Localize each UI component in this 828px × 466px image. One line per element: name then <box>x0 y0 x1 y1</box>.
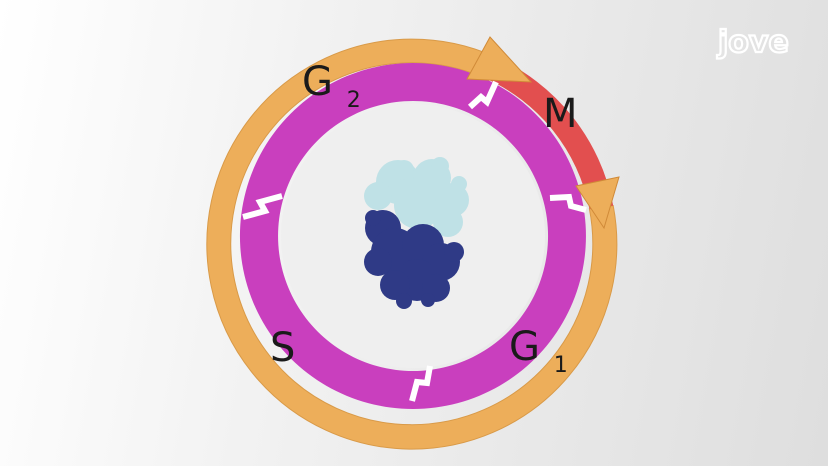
jove-logo: jove <box>717 25 789 60</box>
arrowhead-right <box>575 176 620 230</box>
label-g2-subscript: 2 <box>347 88 361 113</box>
arrowhead-top <box>466 36 533 83</box>
divider-g1-s <box>409 365 433 402</box>
divider-m-g1 <box>549 193 587 213</box>
label-g1-letter: G <box>509 324 540 370</box>
phase-dividers <box>242 80 587 402</box>
divider-s-g2 <box>242 193 283 220</box>
divider-g2-m <box>467 80 499 110</box>
label-g1-subscript: 1 <box>554 353 568 378</box>
label-g1: G 1 <box>509 324 568 378</box>
label-m: M <box>543 91 578 137</box>
m-phase-arc <box>484 56 614 209</box>
outer-ring-interphase <box>206 38 618 450</box>
label-g2: G 2 <box>302 59 361 113</box>
label-s: S <box>270 325 295 371</box>
protein-light-domain <box>364 157 469 237</box>
protein-structure-icon <box>364 157 469 309</box>
label-g2-letter: G <box>302 59 333 105</box>
protein-dark-domain <box>364 210 464 309</box>
